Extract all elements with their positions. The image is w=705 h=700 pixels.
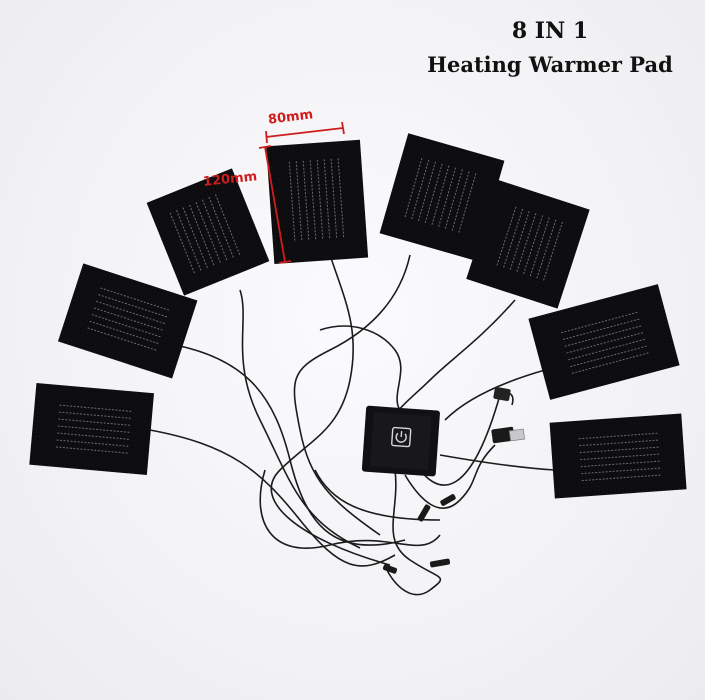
power-controller	[361, 405, 440, 477]
heating-pad-6	[466, 180, 590, 309]
title-line-2: Heating Warmer Pad	[427, 52, 673, 77]
cable-splitters	[382, 494, 456, 574]
power-icon	[391, 426, 412, 448]
usb-plug	[491, 387, 526, 444]
title-line-1: 8 IN 1	[511, 18, 589, 44]
heating-pad-2	[57, 263, 198, 379]
dimension-lines	[258, 121, 345, 264]
cables	[149, 254, 556, 596]
heating-pad-1	[29, 382, 155, 475]
heating-pad-5	[379, 133, 505, 261]
heating-pad-8	[549, 413, 687, 499]
heating-pad-3	[146, 168, 270, 296]
heating-pad-4	[266, 139, 369, 265]
heating-pad-7	[528, 284, 680, 400]
